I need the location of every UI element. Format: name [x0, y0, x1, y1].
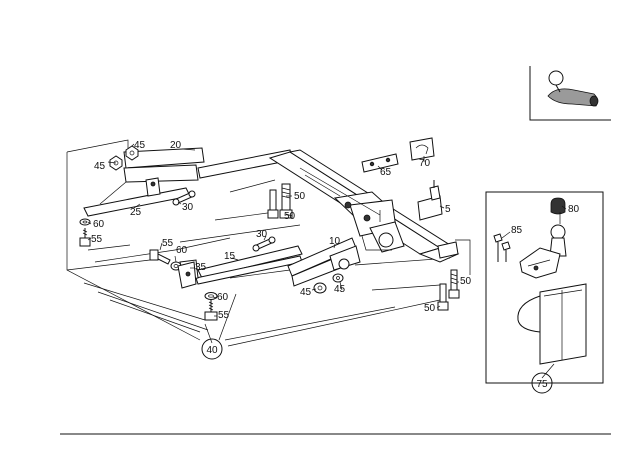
- socket-5: [417, 180, 443, 221]
- floor-outline: [66, 139, 471, 347]
- kit-box: [485, 191, 604, 384]
- callout-50-d: 50: [424, 303, 436, 314]
- link-pin-30-b: [252, 236, 276, 252]
- callout-50-c: 50: [460, 276, 472, 287]
- callout-55-b: 55: [162, 238, 174, 249]
- callout-30-a: 30: [182, 202, 194, 213]
- plate-65: [361, 153, 399, 173]
- callout-70: 70: [419, 158, 431, 169]
- washer-60-c: [204, 292, 218, 300]
- callout-20: 20: [170, 140, 182, 151]
- callout-15: 15: [224, 251, 236, 262]
- callout-55-a: 55: [91, 234, 103, 245]
- callout-45-b: 45: [134, 140, 146, 151]
- callout-40: 40: [206, 345, 218, 356]
- washer-60-a: [79, 218, 91, 226]
- left-support-arm: [83, 147, 205, 217]
- bolt-50-b: [267, 189, 279, 219]
- hardware: [79, 137, 460, 321]
- bracket-70: [409, 137, 435, 161]
- callout-labels: 45 45 20 25 30 60 55 50 50 65 70 5 30 15…: [91, 140, 580, 321]
- cap-icon: [550, 197, 566, 215]
- callout-50-b: 50: [284, 211, 296, 222]
- callout-50-a: 50: [294, 191, 306, 202]
- thumbnail-inset: [529, 66, 611, 121]
- callout-60-b: 60: [176, 245, 188, 256]
- callout-35: 35: [195, 262, 207, 273]
- circled-callout-40: 40: [201, 338, 223, 360]
- callout-60-a: 60: [93, 219, 105, 230]
- nut-45-d: [332, 273, 344, 283]
- bolt-55-b: [149, 249, 171, 265]
- callout-75: 75: [536, 379, 548, 390]
- callout-65: 65: [380, 167, 392, 178]
- ball-head-icon: [519, 224, 567, 279]
- callout-45-c: 45: [300, 287, 312, 298]
- link-pin-30-a: [172, 190, 196, 206]
- callout-5: 5: [445, 204, 451, 215]
- callout-80: 80: [568, 204, 580, 215]
- callout-85: 85: [511, 225, 523, 236]
- callout-45-d: 45: [334, 284, 346, 295]
- callout-60-c: 60: [217, 292, 229, 303]
- callout-45-a: 45: [94, 161, 106, 172]
- bolt-55-c: [204, 300, 218, 321]
- bolt-50-d: [437, 283, 449, 311]
- key-85: [493, 233, 511, 262]
- bolt-50-c: [448, 269, 460, 299]
- bolt-55-a: [79, 228, 91, 247]
- nut-45-c: [313, 282, 327, 294]
- leader-lines: [87, 143, 567, 379]
- callout-55-c: 55: [218, 310, 230, 321]
- callout-10: 10: [329, 236, 341, 247]
- circled-callout-75: 75: [531, 372, 553, 394]
- ball-hitch-thumbnail-icon: [547, 70, 599, 107]
- right-support-arm: [287, 237, 361, 287]
- callout-30-b: 30: [256, 229, 268, 240]
- electrical-socket-icon: [517, 283, 587, 365]
- main-frame: [197, 149, 460, 263]
- bracket-35: [177, 261, 197, 289]
- callout-25: 25: [130, 207, 142, 218]
